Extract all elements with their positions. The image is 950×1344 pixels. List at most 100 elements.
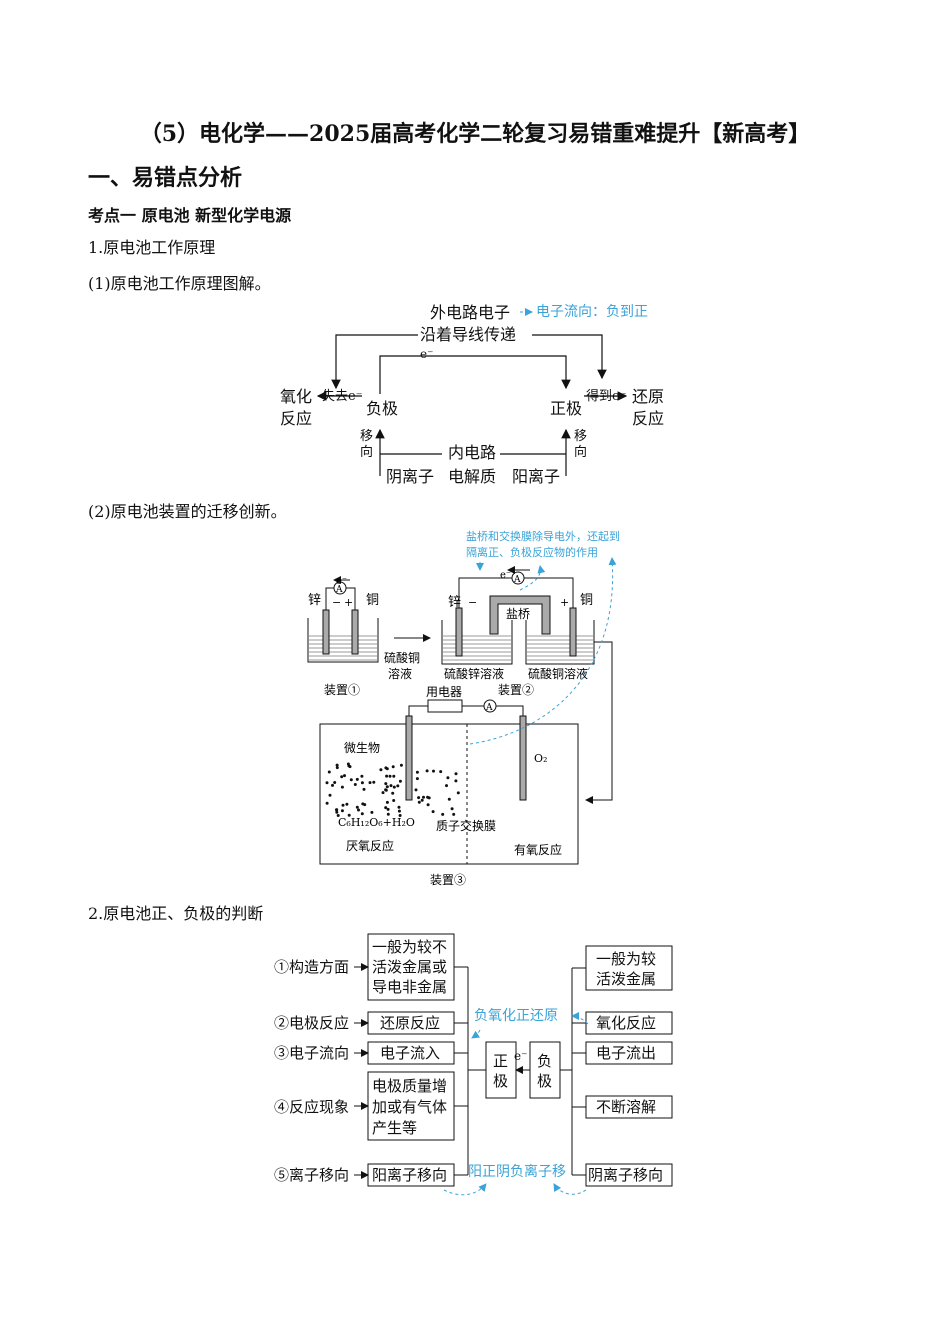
microbe-dot (353, 783, 357, 786)
microbe-dot (445, 784, 448, 788)
microbe-dot (441, 812, 445, 816)
microbe-dot (392, 785, 396, 789)
microbe-dot (391, 765, 395, 769)
pos-phenomenon-2: 加或有气体 (372, 1098, 447, 1116)
microbe-label: 微生物 (344, 741, 380, 755)
microbe-dot (384, 788, 388, 792)
microbe-dot (397, 809, 401, 813)
anaerobic-label: 厌氧反应 (346, 838, 394, 853)
pos-electrode-1: 正 (493, 1052, 508, 1070)
neg-reaction: 氧化反应 (596, 1014, 656, 1032)
pos-reaction: 还原反应 (380, 1014, 440, 1032)
microbe-dot (335, 763, 339, 767)
pos-structure-1: 一般为较不 (372, 938, 447, 956)
page-title: （5）电化学——2025届高考化学二轮复习易错重难提升【新高考】 (139, 121, 811, 147)
microbe-dot (422, 795, 425, 799)
microbe-dot (392, 799, 396, 802)
microbe-dot (389, 784, 393, 788)
electron-label-1: e⁻ (336, 576, 347, 587)
microbe-dot (391, 791, 395, 795)
microbe-dot (362, 787, 366, 791)
microbe-dot (340, 775, 344, 779)
microbe-dot (331, 783, 334, 787)
oxidation-label: 氧化 (280, 387, 312, 406)
move-label-left: 移 (360, 429, 373, 444)
microbe-dot (327, 770, 331, 774)
microbe-dot (336, 814, 340, 817)
microbe-dot (414, 788, 418, 792)
microbe-dot (328, 793, 332, 797)
microbe-dot (398, 779, 402, 783)
electron-label-2: e⁻ (500, 570, 511, 581)
microbe-dot (439, 770, 443, 774)
microbe-dot (347, 813, 351, 817)
microbe-dot (397, 805, 401, 809)
microbe-dot (384, 782, 388, 786)
microbe-dots (325, 762, 460, 817)
row-label-structure: ①构造方面 (274, 958, 349, 976)
outer-circuit-label-2: 沿着导线传递 (420, 325, 516, 344)
negative-electrode: 负极 (366, 399, 398, 418)
membrane-label: 质子交换膜 (436, 818, 496, 833)
neg-ion: 阴离子移向 (588, 1166, 663, 1184)
microbe-dot (325, 781, 329, 785)
pos-phenomenon-3: 产生等 (372, 1119, 417, 1137)
znso4-label: 硫酸锌溶液 (444, 666, 504, 681)
device-1-label: 装置① (324, 683, 360, 697)
microbe-dot (386, 812, 390, 816)
microbe-dot (335, 766, 339, 770)
microbe-dot (341, 803, 345, 807)
microbe-dot (355, 805, 359, 809)
microbe-dot (456, 791, 460, 795)
paragraph-1-2: (2)原电池装置的迁移创新。 (88, 502, 287, 521)
microbe-dot (426, 795, 430, 799)
pos-electrode-2: 极 (493, 1072, 508, 1090)
move-label-right: 移 (574, 429, 587, 444)
paragraph-2: 2.原电池正、负极的判断 (88, 904, 264, 923)
principle-diagram: 外电路电子 沿着导线传递 e⁻ 氧化 反应 失去e⁻ 负极 正极 得到e⁻ 还原… (280, 303, 664, 486)
reduction-label-2: 反应 (632, 409, 664, 428)
microbe-dot (355, 777, 359, 781)
microbe-dot (325, 801, 329, 805)
handwritten-note-electron-flow: 电子流向：负到正 (536, 304, 648, 320)
microbe-dot (360, 781, 364, 785)
neg-electrode-1: 负 (537, 1052, 552, 1070)
microbe-dot (349, 778, 353, 782)
microbe-dot (388, 774, 392, 778)
pos-structure-3: 导电非金属 (372, 978, 447, 996)
microbe-dot (340, 809, 344, 813)
oxidation-label-2: 反应 (280, 409, 312, 428)
copper-label-1: 铜 (366, 593, 379, 608)
microbe-dot (432, 769, 435, 773)
electron-label: e⁻ (420, 347, 433, 361)
microbe-dot (340, 785, 344, 789)
electron-label-3: e⁻ (514, 1049, 527, 1063)
microbe-dot (431, 810, 435, 814)
microbe-dot (381, 791, 385, 795)
minus-label-2: − (468, 596, 477, 609)
microbe-dot (345, 802, 349, 806)
reduction-label: 还原 (632, 387, 664, 406)
microbe-dot (425, 769, 429, 773)
plus-label-1: + (344, 596, 353, 609)
pos-structure-2: 活泼金属或 (372, 958, 447, 976)
microbe-dot (346, 762, 350, 766)
minus-label-1: − (332, 596, 341, 609)
row-label-reaction: ②电极反应 (274, 1014, 349, 1032)
microbe-dot (398, 814, 402, 817)
zinc-label-1: 锌 (308, 593, 321, 608)
microbe-dot (379, 768, 383, 772)
paragraph-1: 1.原电池工作原理 (88, 238, 216, 257)
microbe-dot (368, 781, 372, 785)
aerobic-label: 有氧反应 (514, 842, 562, 857)
microbe-dot (454, 772, 458, 776)
topic-heading: 考点一 原电池 新型化学电源 (88, 206, 292, 225)
microbe-dot (343, 774, 346, 778)
microbe-dot (447, 797, 451, 801)
microbe-dot (452, 812, 456, 816)
neg-phenomenon: 不断溶解 (596, 1098, 656, 1116)
microbe-dot (370, 810, 374, 814)
handwritten-note-redox: 负氧化正还原 (474, 1008, 558, 1024)
cuso4-label-2: 硫酸铜溶液 (528, 666, 588, 681)
neg-structure-1: 一般为较 (596, 950, 656, 968)
